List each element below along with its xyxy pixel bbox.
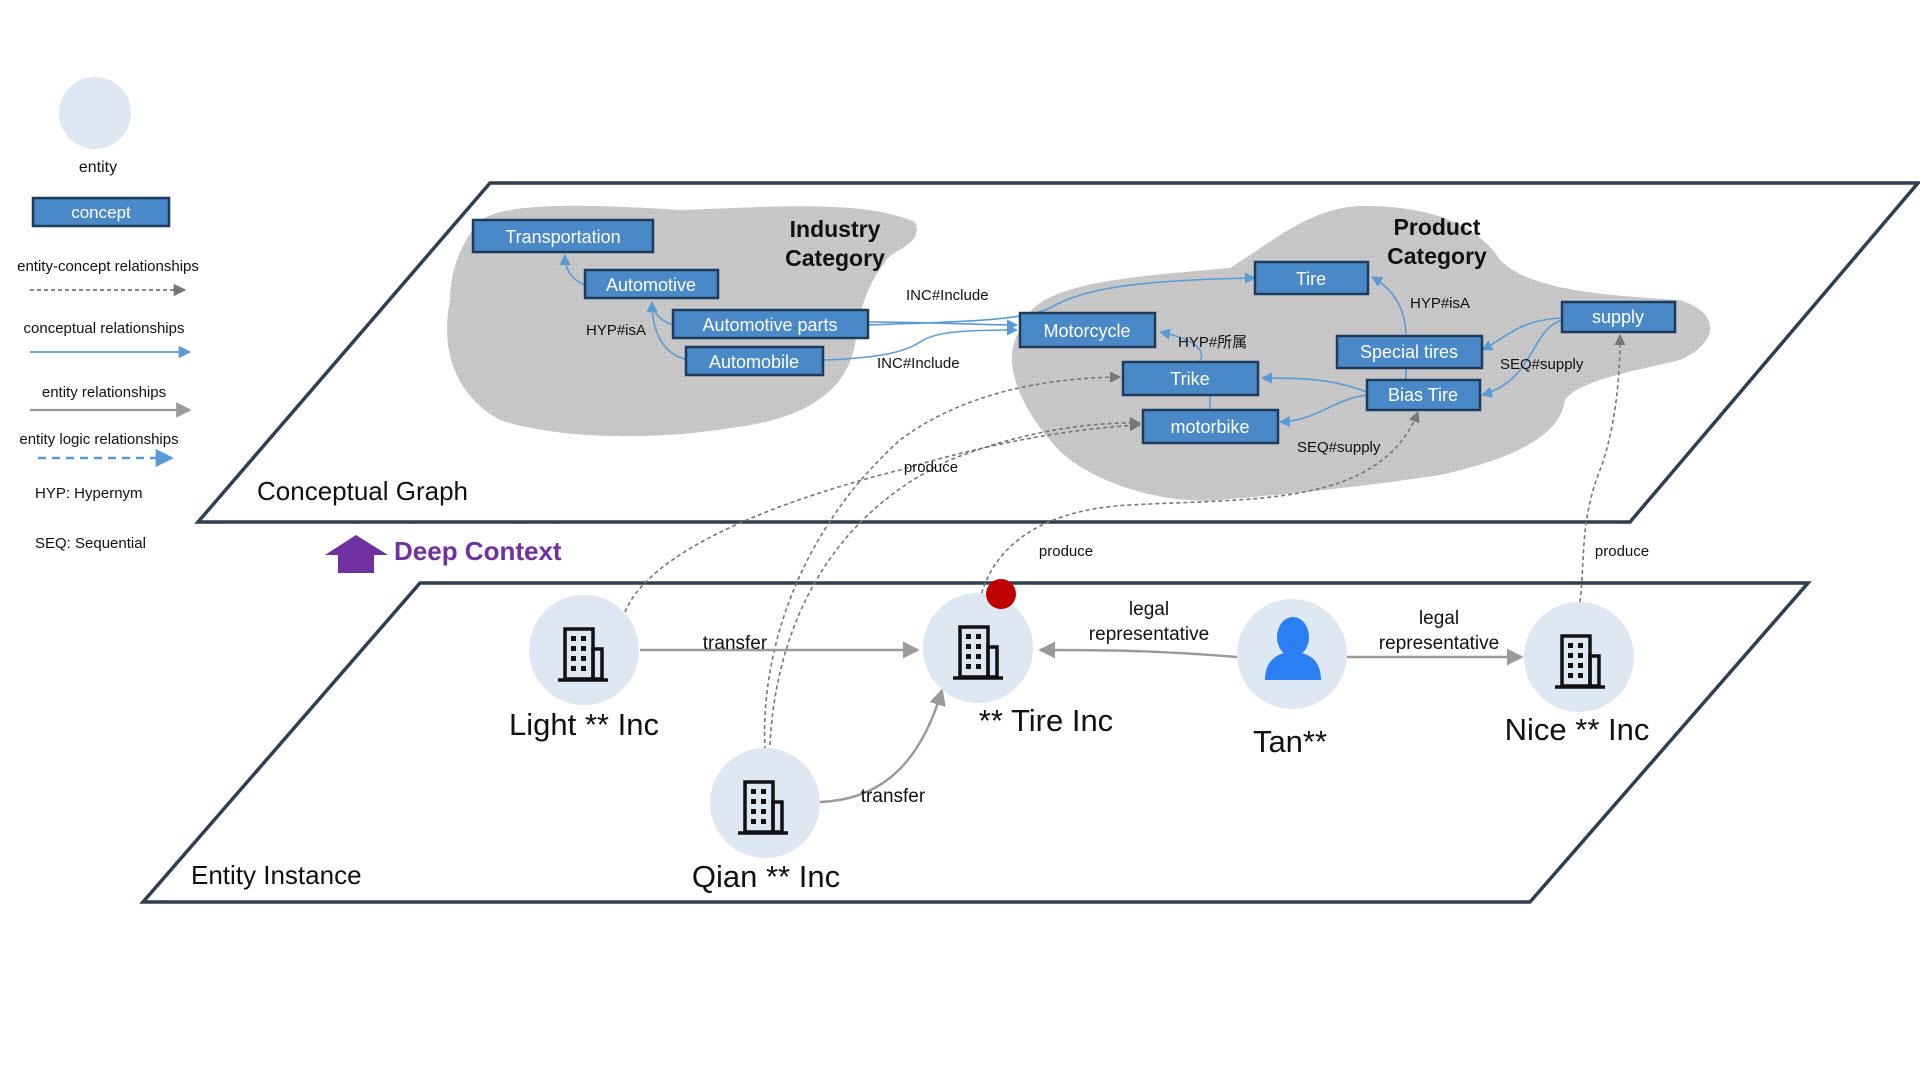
concept-motorbike-label: motorbike xyxy=(1170,417,1249,437)
concept-nodes: Transportation Automotive Automotive par… xyxy=(471,218,1677,445)
concept-bias-tire-box[interactable] xyxy=(1365,378,1482,412)
label-seq-supply-right: SEQ#supply xyxy=(1500,356,1584,373)
entity-qian[interactable]: Qian ** Inc xyxy=(692,748,840,894)
entity-nice[interactable]: Nice ** Inc xyxy=(1505,602,1650,747)
concept-motorbike-box[interactable] xyxy=(1141,408,1280,445)
entity-tan[interactable]: Tan** xyxy=(1237,599,1347,759)
edge-tire-inc-to-bias xyxy=(979,410,1420,601)
concept-edges xyxy=(559,253,1563,428)
concept-edge-labels: HYP#isA INC#Include INC#Include HYP#isA … xyxy=(586,287,1584,456)
label-hyp-belongs: HYP#所属 xyxy=(1178,334,1247,351)
industry-category-title-line2: Category xyxy=(785,245,885,271)
entity-plane-title: Entity Instance xyxy=(191,860,362,890)
concept-tire-label: Tire xyxy=(1296,269,1326,289)
concept-automotive-parts-label: Automotive parts xyxy=(702,315,837,335)
label-produce-right: produce xyxy=(1595,543,1649,560)
person-icon xyxy=(1265,617,1321,680)
entity-plane xyxy=(139,581,1812,904)
label-produce-mid: produce xyxy=(1039,543,1093,560)
edge-tan-legal-tire xyxy=(1038,641,1238,659)
edge-automotive-to-transportation xyxy=(559,253,586,286)
entity-edges xyxy=(640,641,1524,804)
concept-automotive-label: Automotive xyxy=(606,275,696,295)
concept-special-tires-box[interactable] xyxy=(1335,334,1484,370)
label-legal-left-line2: representative xyxy=(1089,624,1209,645)
entity-tire-inc[interactable]: ** Tire Inc xyxy=(923,579,1113,738)
entity-qian-label: Qian ** Inc xyxy=(692,859,840,894)
concept-automotive-box[interactable] xyxy=(583,268,720,300)
edge-supply-to-special xyxy=(1481,317,1563,351)
edge-automobile-to-motorcycle xyxy=(822,324,1019,361)
concept-transportation-label: Transportation xyxy=(505,227,620,247)
label-inc-include-bottom: INC#Include xyxy=(877,355,960,372)
industry-category-title-line1: Industry xyxy=(790,216,881,242)
entity-tire-inc-label: ** Tire Inc xyxy=(979,703,1113,738)
entity-light[interactable]: Light ** Inc xyxy=(509,595,659,742)
edge-qian-to-motorbike xyxy=(769,417,1142,746)
legend-entity-concept-label: entity-concept relationships xyxy=(17,258,199,275)
legend-entity-logic-label: entity logic relationships xyxy=(19,431,178,448)
label-inc-include-top: INC#Include xyxy=(906,287,989,304)
deep-context: Deep Context xyxy=(325,535,562,573)
concept-supply-label: supply xyxy=(1592,307,1644,327)
conceptual-plane-title: Conceptual Graph xyxy=(257,476,468,506)
legend-concept-box xyxy=(31,196,171,228)
legend-entity-circle xyxy=(59,77,131,149)
concept-motorcycle-label: Motorcycle xyxy=(1043,321,1130,341)
label-legal-right-line2: representative xyxy=(1379,633,1499,654)
edge-bias-to-trike xyxy=(1260,372,1368,393)
deep-context-label: Deep Context xyxy=(394,536,562,566)
legend-concept-label: concept xyxy=(71,203,131,222)
legend: entity concept entity-concept relationsh… xyxy=(17,77,199,552)
entity-edge-labels: transfer transfer legal representative l… xyxy=(703,459,1649,807)
label-hyp-isa-left: HYP#isA xyxy=(586,322,646,339)
entity-concept-edges xyxy=(624,333,1626,751)
label-transfer-top: transfer xyxy=(703,633,768,654)
label-hyp-isa-right: HYP#isA xyxy=(1410,295,1470,312)
entity-light-label: Light ** Inc xyxy=(509,707,659,742)
entity-nice-label: Nice ** Inc xyxy=(1505,712,1650,747)
concept-special-tires-label: Special tires xyxy=(1360,342,1458,362)
edge-qian-transfer-tire xyxy=(819,688,946,804)
entity-tan-label: Tan** xyxy=(1253,724,1327,759)
concept-automobile-label: Automobile xyxy=(709,352,799,372)
legend-entity-label: entity xyxy=(79,159,117,176)
concept-motorcycle-box[interactable] xyxy=(1018,311,1157,349)
edge-qian-to-trike xyxy=(763,371,1122,751)
concept-bias-tire-label: Bias Tire xyxy=(1388,385,1458,405)
legend-hyp-label: HYP: Hypernym xyxy=(35,485,143,502)
legend-seq-label: SEQ: Sequential xyxy=(35,535,146,552)
edge-automobile-to-automotive xyxy=(646,300,689,361)
product-category-title-line2: Category xyxy=(1387,243,1487,269)
product-category-title-line1: Product xyxy=(1394,214,1481,240)
label-seq-supply-bottom: SEQ#supply xyxy=(1297,439,1381,456)
concept-tire-box[interactable] xyxy=(1253,260,1370,296)
label-legal-left-line1: legal xyxy=(1129,599,1169,620)
edge-parts-to-automotive xyxy=(651,301,674,326)
edge-light-to-motorbike xyxy=(624,419,1142,613)
red-dot xyxy=(986,579,1016,609)
concept-trike-box[interactable] xyxy=(1121,360,1260,397)
concept-automobile-box[interactable] xyxy=(684,345,825,377)
edge-nice-to-supply xyxy=(1579,333,1626,603)
entity-nodes: Light ** Inc ** Tire Inc Tan** Nice ** I… xyxy=(509,579,1649,894)
label-produce-left: produce xyxy=(904,459,958,476)
concept-trike-label: Trike xyxy=(1170,369,1209,389)
legend-conceptual-label: conceptual relationships xyxy=(24,320,185,337)
legend-entity-rel-label: entity relationships xyxy=(42,384,166,401)
concept-automotive-parts-box[interactable] xyxy=(671,308,870,340)
edge-special-to-tire xyxy=(1371,276,1407,335)
label-transfer-bottom: transfer xyxy=(861,786,926,807)
edge-supply-to-bias xyxy=(1480,319,1563,398)
label-legal-right-line1: legal xyxy=(1419,608,1459,629)
edge-parts-to-motorcycle xyxy=(867,319,1019,331)
concept-transportation-box[interactable] xyxy=(471,218,655,254)
concept-supply-box[interactable] xyxy=(1560,300,1677,334)
up-arrow-icon xyxy=(325,535,388,573)
conceptual-plane xyxy=(194,181,1920,524)
edge-bias-to-motorbike xyxy=(1278,394,1368,428)
